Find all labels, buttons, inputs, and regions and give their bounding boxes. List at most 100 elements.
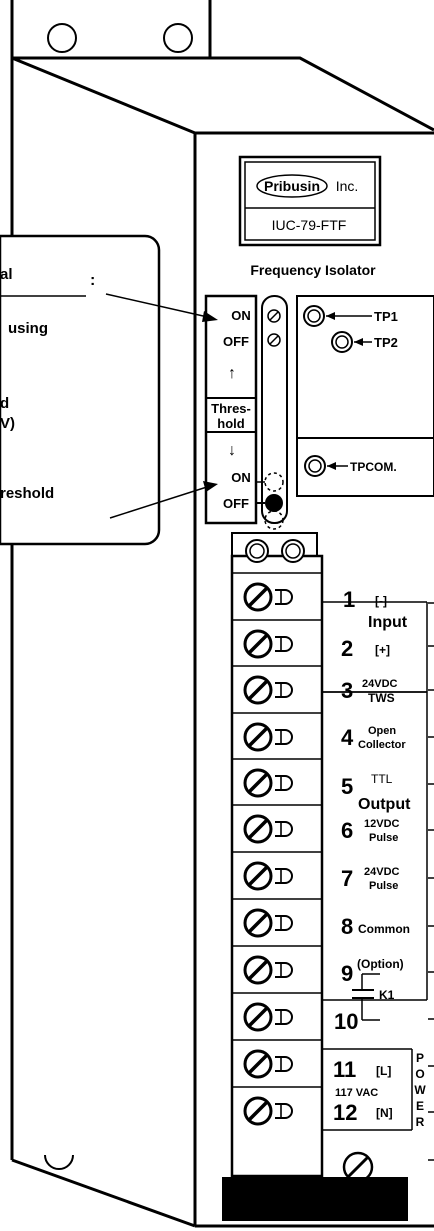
terminal-3-label-2: TWS xyxy=(368,691,395,705)
wire-clamp-4 xyxy=(274,729,293,745)
terminal-8-number: 8 xyxy=(341,914,353,939)
terminal-2-label: [+] xyxy=(375,643,390,657)
terminal-screw-11[interactable] xyxy=(243,1049,273,1079)
callout-line-1: using xyxy=(8,320,48,337)
power-letter-p: P xyxy=(416,1051,424,1065)
jumper-upper[interactable] xyxy=(256,472,284,512)
terminal-1-label: [-] xyxy=(375,594,387,608)
relay-label: K1 xyxy=(379,988,395,1002)
power-letter-e: E xyxy=(416,1099,424,1113)
terminal-3-number: 3 xyxy=(341,678,353,703)
callout-line-2: d xyxy=(0,395,9,412)
terminal-4-number: 4 xyxy=(341,725,354,750)
terminal-screw-7[interactable] xyxy=(243,861,273,891)
tp1-label: TP1 xyxy=(374,309,398,324)
output-label: Output xyxy=(358,796,411,813)
brand-logo xyxy=(256,174,328,198)
terminal-5-label: TTL xyxy=(371,772,393,786)
brand-name: Pribusin xyxy=(264,178,320,194)
terminal-2-number: 2 xyxy=(341,636,353,661)
power-letter-o: O xyxy=(415,1067,424,1081)
terminal-screw-2[interactable] xyxy=(243,629,273,659)
top-sockets xyxy=(245,539,305,563)
lower-switch-off[interactable]: OFF xyxy=(223,496,249,511)
lower-switch-on[interactable]: ON xyxy=(231,470,251,485)
terminal-9-number: 9 xyxy=(341,961,353,986)
terminal-row-10 xyxy=(232,992,322,1032)
terminal-screw-12[interactable] xyxy=(243,1096,273,1126)
supply-voltage-label: 117 VAC xyxy=(335,1087,378,1099)
terminal-12-label: [N] xyxy=(376,1106,393,1120)
threshold-label-1: Thres- xyxy=(211,401,251,416)
terminal-6-label-1: 12VDC xyxy=(364,818,400,830)
terminal-screw-3[interactable] xyxy=(243,675,273,705)
callout-bubble: al : using d V) reshold xyxy=(0,234,218,546)
terminal-strip xyxy=(230,532,324,1208)
terminal-screw-4[interactable] xyxy=(243,722,273,752)
tp2-jack[interactable] xyxy=(331,331,353,353)
terminal-7-number: 7 xyxy=(341,866,353,891)
terminal-row-5 xyxy=(232,758,322,798)
tpcom-jack[interactable] xyxy=(304,455,326,477)
terminal-6-number: 6 xyxy=(341,818,353,843)
terminal-row-2 xyxy=(232,619,322,659)
terminal-screw-5[interactable] xyxy=(243,768,273,798)
terminal-rows xyxy=(232,572,322,1126)
terminal-screw-10[interactable] xyxy=(243,1002,273,1032)
power-letter-w: W xyxy=(414,1083,426,1097)
wire-clamp-11 xyxy=(274,1056,293,1072)
callout-line-3: V) xyxy=(0,415,15,432)
callout-line-4: reshold xyxy=(0,485,54,502)
terminal-4-label-1: Open xyxy=(368,725,396,737)
leader-arrow-upper xyxy=(105,293,213,319)
input-label: Input xyxy=(368,614,408,631)
terminal-6-label-2: Pulse xyxy=(369,832,398,844)
trim-pot-2[interactable] xyxy=(267,333,281,347)
wire-clamp-10 xyxy=(274,1009,293,1025)
adjustment-strip xyxy=(256,295,288,530)
wire-clamp-12 xyxy=(274,1103,293,1119)
wire-clamp-2 xyxy=(274,636,293,652)
tp1-jack[interactable] xyxy=(303,305,325,327)
front-panel xyxy=(193,131,434,1228)
terminal-11-label: [L] xyxy=(376,1064,391,1078)
bottom-label-plate xyxy=(222,1177,408,1221)
wire-clamp-3 xyxy=(274,682,293,698)
terminal-row-11 xyxy=(232,1039,322,1079)
threshold-switches: ON OFF ↑ Thres- hold ↓ ON OFF xyxy=(204,294,258,525)
terminal-row-4 xyxy=(232,712,322,752)
terminal-4-label-2: Collector xyxy=(358,739,406,751)
upper-switch-off[interactable]: OFF xyxy=(223,334,249,349)
wire-clamp-5 xyxy=(274,775,293,791)
terminal-row-1 xyxy=(232,572,322,612)
terminal-screw-6[interactable] xyxy=(243,814,273,844)
wire-clamp-6 xyxy=(274,821,293,837)
mounting-hole-left xyxy=(47,23,77,53)
terminal-row-6 xyxy=(232,804,322,844)
terminal-9-label: (Option) xyxy=(357,957,404,971)
terminal-screw-8[interactable] xyxy=(243,908,273,938)
trim-pot-1[interactable] xyxy=(267,309,281,323)
model-number: IUC-79-FTF xyxy=(272,217,347,233)
terminal-8-label: Common xyxy=(358,922,410,936)
terminal-screw-9[interactable] xyxy=(243,955,273,985)
top-bracket xyxy=(10,0,212,60)
label-plate: Pribusin Inc. IUC-79-FTF xyxy=(238,155,382,247)
wire-clamp-9 xyxy=(274,962,293,978)
wire-clamp-1 xyxy=(274,589,293,605)
terminal-screw-1[interactable] xyxy=(243,582,273,612)
jumper-lower[interactable] xyxy=(264,510,284,530)
terminal-10-number: 10 xyxy=(334,1009,358,1034)
ground-screw[interactable] xyxy=(342,1151,374,1183)
wire-clamp-7 xyxy=(274,868,293,884)
terminal-11-number: 11 xyxy=(333,1057,356,1082)
terminal-labels: 1 [-] Input 2 [+] 3 24VDC TWS 4 Open Col… xyxy=(322,587,426,1131)
arrow-up-icon: ↑ xyxy=(228,365,236,382)
leader-arrow-lower xyxy=(109,485,211,519)
brand-suffix: Inc. xyxy=(336,178,359,194)
terminal-7-label-2: Pulse xyxy=(369,880,398,892)
power-letter-r: R xyxy=(416,1115,425,1129)
product-name: Frequency Isolator xyxy=(250,262,376,278)
upper-switch-on[interactable]: ON xyxy=(231,308,251,323)
